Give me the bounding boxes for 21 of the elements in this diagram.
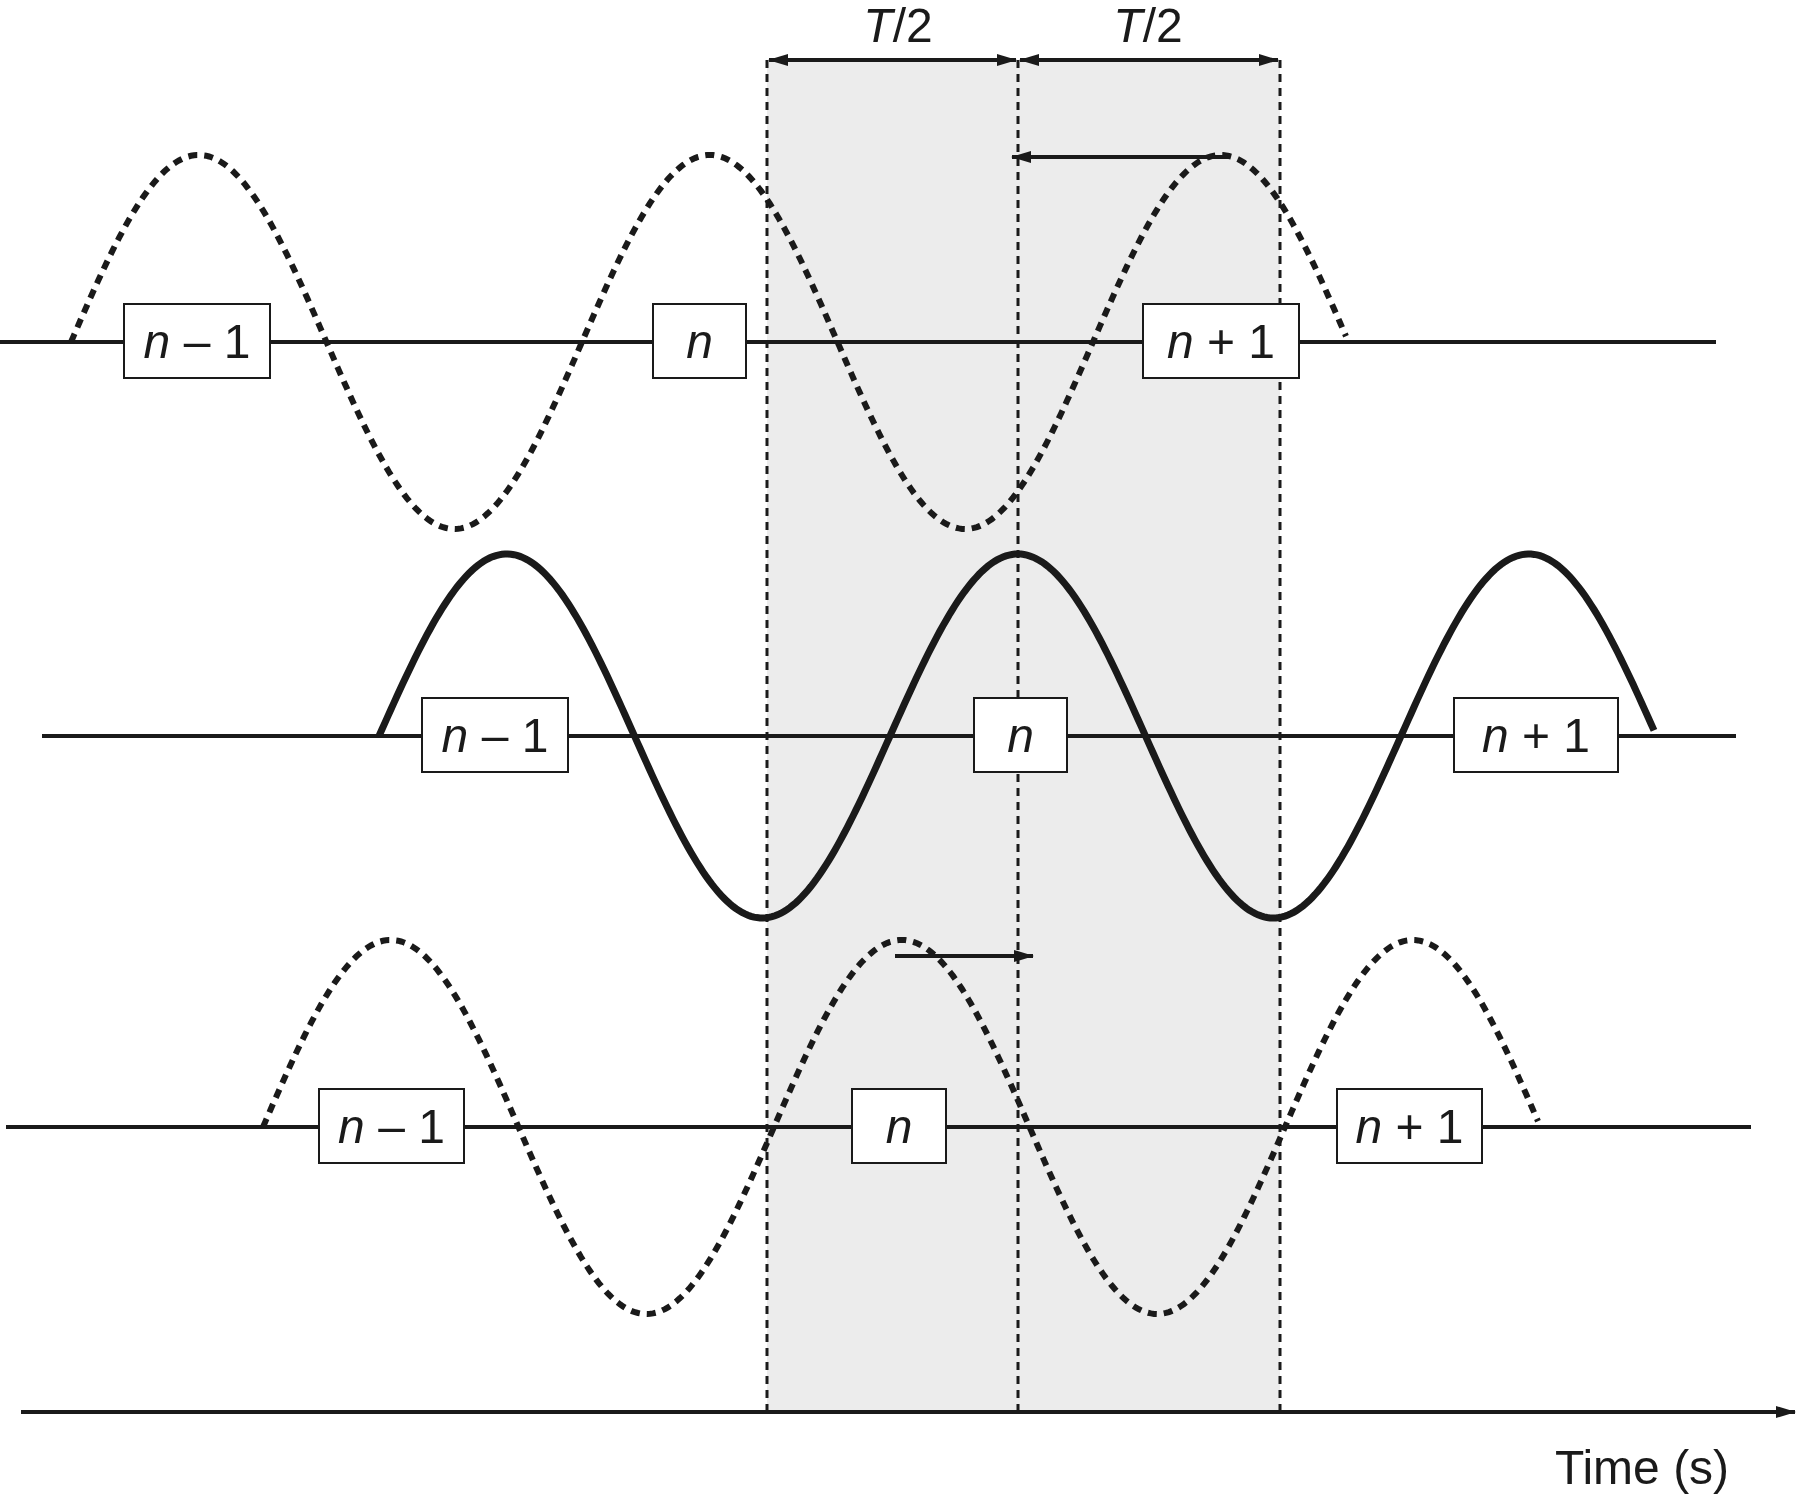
dimension-label: T/2 <box>863 0 933 53</box>
label-box <box>318 1088 465 1164</box>
symbol-label: n + 1 <box>1166 313 1276 369</box>
symbol-label: n – 1 <box>338 1098 445 1154</box>
symbol-label: n <box>686 313 713 369</box>
symbol-label: n – 1 <box>441 707 549 763</box>
label-box <box>1453 697 1619 773</box>
label-box <box>652 303 747 379</box>
axis-label: Time (s) <box>1554 1439 1730 1495</box>
symbol-label: n + 1 <box>1481 707 1591 763</box>
label-box <box>973 697 1068 773</box>
symbol-label: n <box>1007 707 1034 763</box>
symbol-label: n + 1 <box>1355 1098 1464 1154</box>
label-box <box>1142 303 1300 379</box>
label-box <box>123 303 271 379</box>
symbol-label: n – 1 <box>143 313 251 369</box>
label-box <box>1336 1088 1483 1164</box>
label-box <box>421 697 569 773</box>
dimension-label: T/2 <box>1113 0 1183 53</box>
symbol-label: n <box>885 1098 913 1154</box>
label-box <box>851 1088 947 1164</box>
